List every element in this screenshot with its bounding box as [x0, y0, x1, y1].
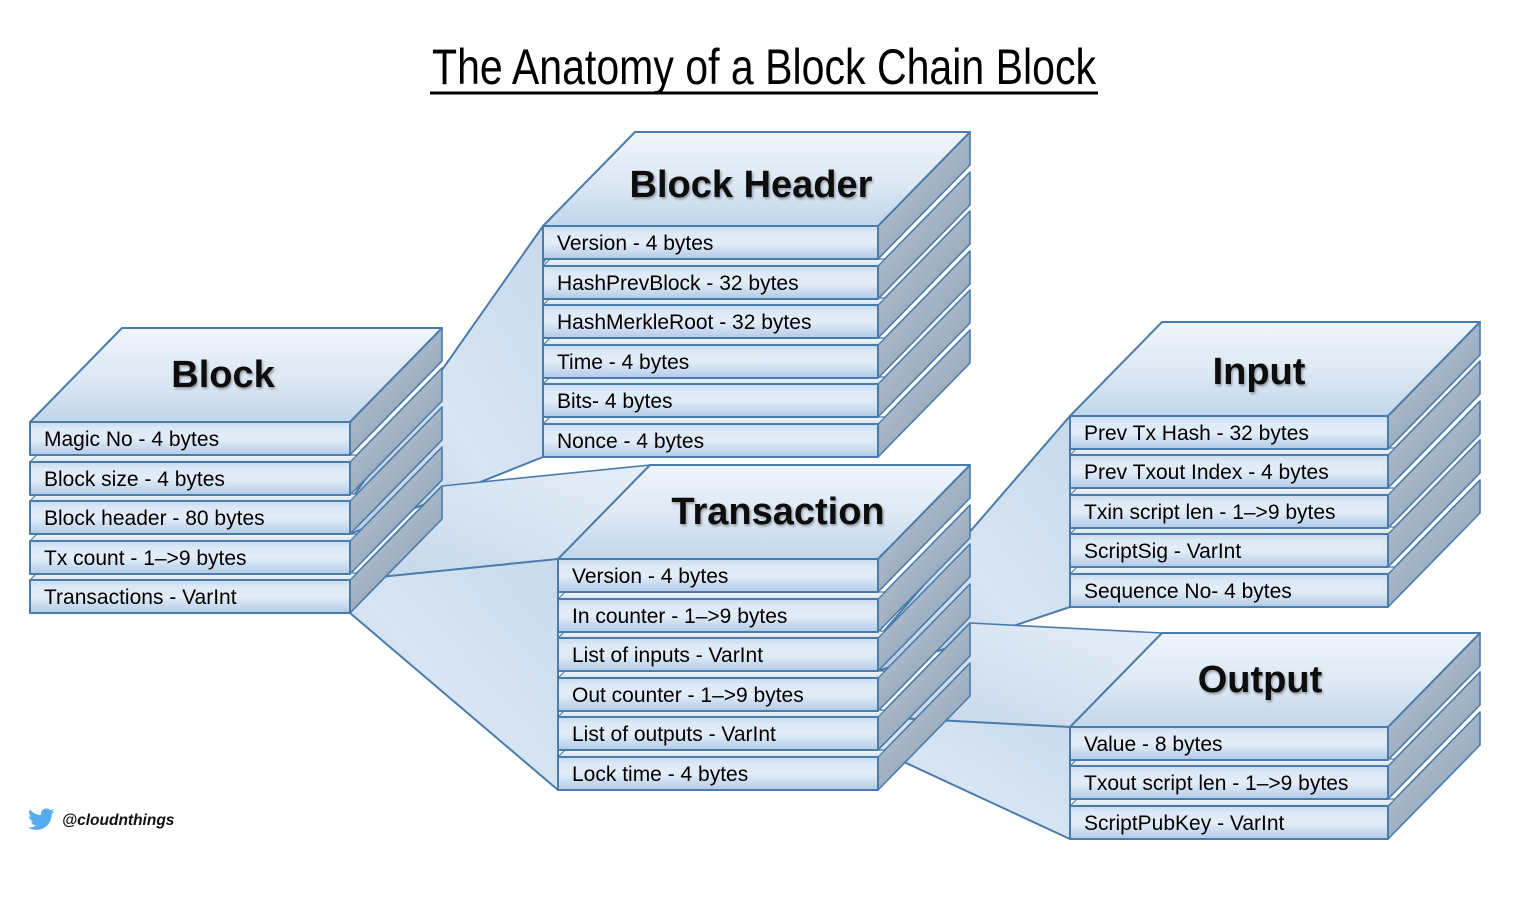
- row-front-face: [29, 421, 351, 456]
- row-label: Magic No - 4 bytes: [44, 428, 219, 451]
- row-front-face: [542, 423, 879, 458]
- row-front-face: [542, 344, 879, 379]
- row-label: Sequence No- 4 bytes: [1084, 580, 1292, 603]
- row-front-face: [557, 677, 879, 712]
- block-title: Transaction: [671, 491, 884, 533]
- connector-front-face: [349, 558, 559, 791]
- row-top-edge: [1069, 798, 1396, 807]
- row-top-edge: [557, 670, 886, 679]
- row-label: Bits- 4 bytes: [557, 390, 673, 413]
- row-front-face: [1069, 454, 1389, 489]
- row-top-edge: [542, 416, 886, 425]
- row-top-edge: [1069, 566, 1396, 575]
- row-front-face: [29, 579, 351, 614]
- row-label: Version - 4 bytes: [557, 232, 713, 255]
- row-label: Transactions - VarInt: [44, 586, 237, 609]
- row-top-edge: [542, 337, 886, 346]
- block-title: Output: [1198, 659, 1323, 701]
- row-top-edge: [29, 533, 358, 542]
- row-label: Tx count - 1–>9 bytes: [44, 547, 247, 570]
- row-label: In counter - 1–>9 bytes: [572, 605, 787, 628]
- row-label: Txin script len - 1–>9 bytes: [1084, 501, 1336, 524]
- row-top-edge: [557, 591, 886, 600]
- row-label: List of outputs - VarInt: [572, 723, 776, 746]
- row-front-face: [557, 598, 879, 633]
- row-label: Block header - 80 bytes: [44, 507, 265, 530]
- row-label: Time - 4 bytes: [557, 351, 689, 374]
- row-front-face: [542, 304, 879, 339]
- row-front-face: [1069, 494, 1389, 529]
- row-top-edge: [1069, 487, 1396, 496]
- credit-handle: @cloudnthings: [62, 812, 175, 829]
- structure-block-header: Block Header Version - 4 bytes HashPrevB…: [542, 131, 971, 458]
- row-label: Out counter - 1–>9 bytes: [572, 684, 804, 707]
- row-front-face: [557, 637, 879, 672]
- row-top-edge: [542, 258, 886, 267]
- row-label: Txout script len - 1–>9 bytes: [1084, 772, 1348, 795]
- row-front-face: [542, 383, 879, 418]
- row-label: Prev Txout Index - 4 bytes: [1084, 461, 1329, 484]
- row-label: Prev Tx Hash - 32 bytes: [1084, 422, 1309, 445]
- row-front-face: [29, 540, 351, 575]
- row-label: ScriptSig - VarInt: [1084, 540, 1241, 563]
- structure-output: Output Value - 8 bytes Txout script len …: [1069, 632, 1481, 840]
- twitter-bird-icon: [28, 808, 55, 830]
- row-top-edge: [557, 749, 886, 758]
- row-front-face: [29, 500, 351, 535]
- row-label: Nonce - 4 bytes: [557, 430, 704, 453]
- row-front-face: [1069, 415, 1389, 450]
- row-front-face: [1069, 573, 1389, 608]
- row-top-edge: [29, 454, 358, 463]
- block-title: Block: [171, 354, 275, 396]
- row-front-face: [29, 461, 351, 496]
- row-front-face: [542, 265, 879, 300]
- structure-input: Input Prev Tx Hash - 32 bytes Prev Txout…: [1069, 321, 1481, 608]
- row-front-face: [1069, 765, 1389, 800]
- row-front-face: [557, 756, 879, 791]
- row-label: Block size - 4 bytes: [44, 468, 225, 491]
- block-title: Input: [1213, 351, 1306, 393]
- credit: @cloudnthings: [28, 808, 175, 830]
- row-label: HashPrevBlock - 32 bytes: [557, 272, 799, 295]
- row-label: ScriptPubKey - VarInt: [1084, 812, 1285, 835]
- structure-block: Block Magic No - 4 bytes Block size - 4 …: [29, 327, 443, 614]
- row-front-face: [557, 558, 879, 593]
- row-front-face: [1069, 726, 1389, 761]
- row-front-face: [542, 225, 879, 260]
- row-label: Value - 8 bytes: [1084, 733, 1223, 756]
- structure-transaction: Transaction Version - 4 bytes In counter…: [557, 464, 971, 791]
- row-front-face: [1069, 805, 1389, 840]
- row-front-face: [1069, 533, 1389, 568]
- block-title: Block Header: [630, 164, 873, 206]
- row-front-face: [557, 716, 879, 751]
- row-label: Version - 4 bytes: [572, 565, 728, 588]
- row-label: HashMerkleRoot - 32 bytes: [557, 311, 811, 334]
- row-label: Lock time - 4 bytes: [572, 763, 748, 786]
- row-label: List of inputs - VarInt: [572, 644, 763, 667]
- page-title: The Anatomy of a Block Chain Block: [432, 39, 1097, 95]
